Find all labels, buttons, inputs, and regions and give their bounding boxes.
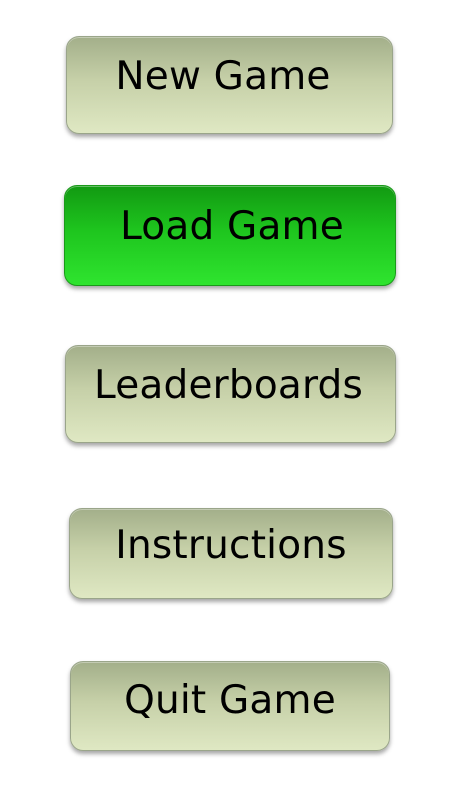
new-game-label: New Game [115,54,331,99]
quit-game-button[interactable]: Quit Game [70,661,390,751]
load-game-label: Load Game [120,204,344,249]
load-game-button[interactable]: Load Game [64,185,396,286]
instructions-button[interactable]: Instructions [69,508,393,599]
instructions-label: Instructions [115,523,347,568]
quit-game-label: Quit Game [124,677,336,723]
leaderboards-label: Leaderboards [93,363,364,408]
leaderboards-button[interactable]: Leaderboards [65,345,396,443]
new-game-button[interactable]: New Game [66,36,393,134]
